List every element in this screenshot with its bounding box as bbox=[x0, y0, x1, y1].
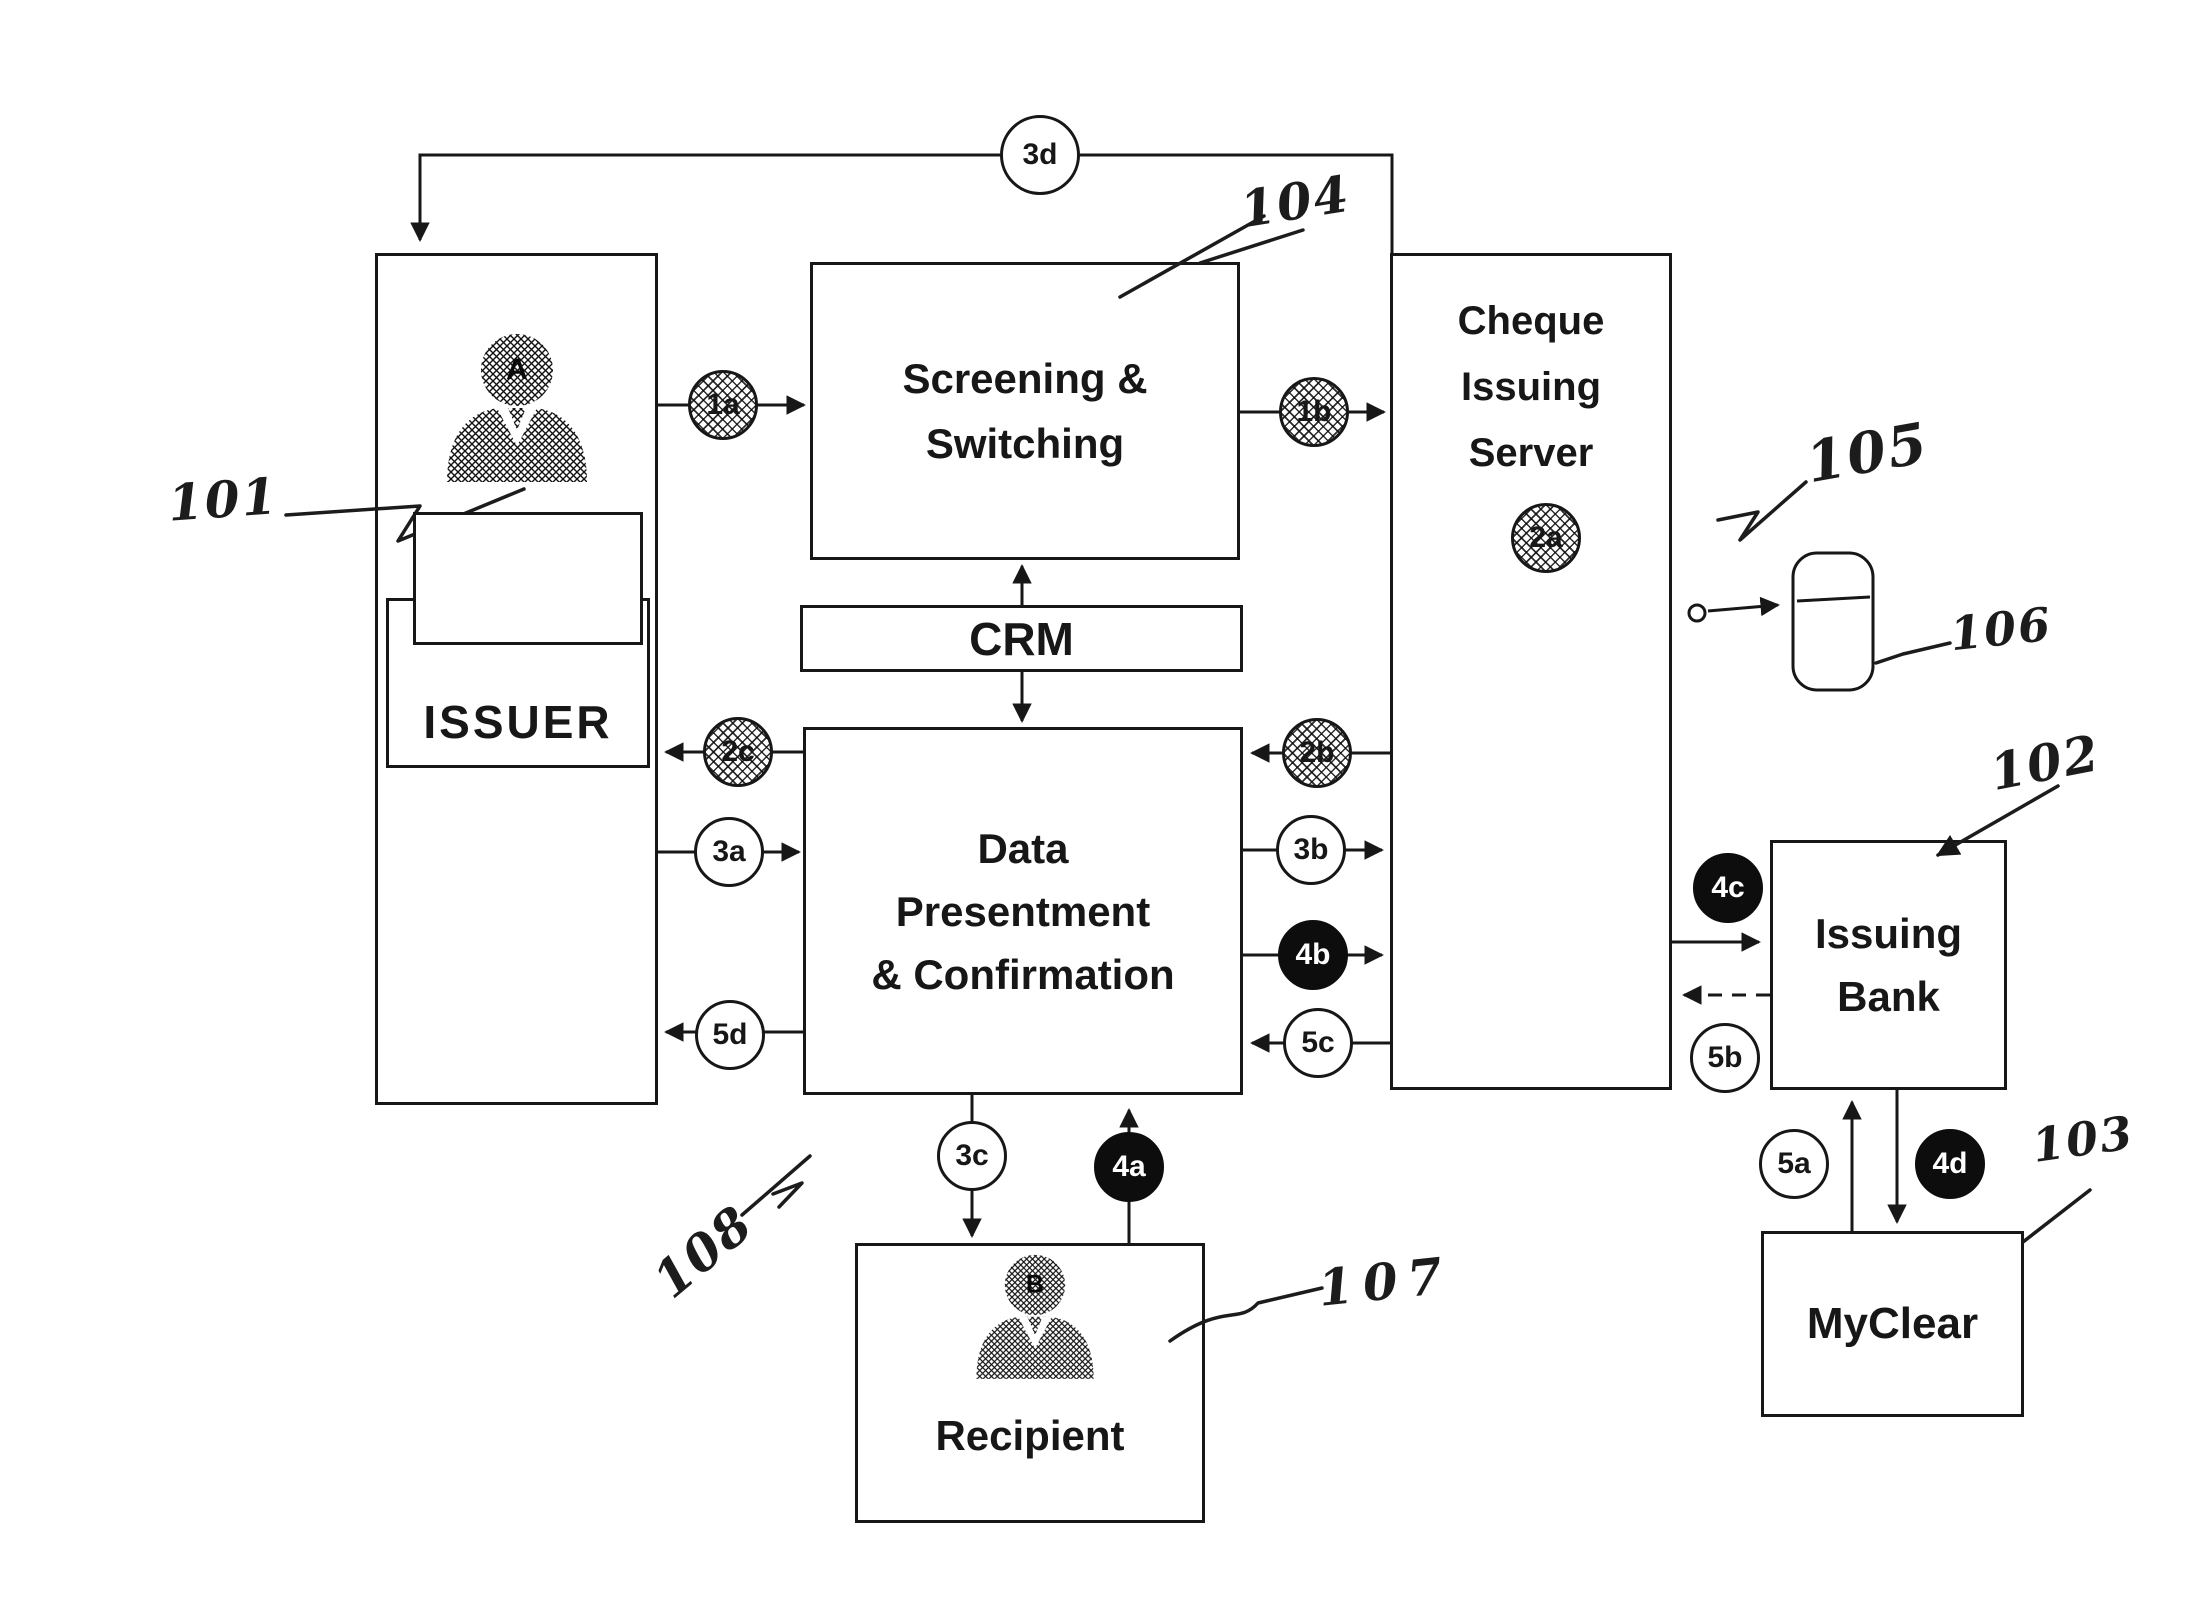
recipient-label: Recipient bbox=[935, 1412, 1125, 1459]
step-5a-label: 5a bbox=[1777, 1147, 1811, 1180]
step-3d-label: 3d bbox=[1022, 138, 1058, 171]
cheque-issuing-server-node: Cheque Issuing Server bbox=[1390, 253, 1672, 1090]
recipient-person-letter: B bbox=[1025, 1270, 1045, 1299]
step-3a-label: 3a bbox=[712, 835, 746, 868]
step-4b: 4b bbox=[1278, 920, 1348, 990]
step-4b-label: 4b bbox=[1295, 938, 1331, 971]
step-2b: 2b bbox=[1282, 718, 1352, 788]
step-4d-label: 4d bbox=[1932, 1147, 1968, 1180]
cheque-issuing-server-label: Cheque Issuing Server bbox=[1457, 299, 1605, 475]
step-3a: 3a bbox=[694, 817, 764, 887]
step-1b: 1b bbox=[1279, 377, 1349, 447]
step-3d: 3d bbox=[1000, 115, 1080, 195]
leader-108 bbox=[740, 1154, 812, 1217]
issuing-bank-label: Issuing Bank bbox=[1814, 910, 1963, 1020]
screening-switching-node: Screening & Switching bbox=[810, 262, 1240, 560]
step-2a-label: 2a bbox=[1529, 521, 1563, 554]
issuer-person-icon bbox=[447, 334, 587, 482]
step-3b-label: 3b bbox=[1293, 833, 1329, 866]
ref-107: 107 bbox=[1315, 1245, 1456, 1318]
cheque-placeholder bbox=[413, 512, 643, 645]
step-1a-label: 1a bbox=[706, 388, 740, 421]
step-1b-label: 1b bbox=[1296, 395, 1332, 428]
step-4a-label: 4a bbox=[1112, 1150, 1146, 1183]
ref-108: 108 bbox=[641, 1193, 765, 1310]
step-5c-label: 5c bbox=[1301, 1026, 1335, 1059]
arrow-tail-loop bbox=[1687, 603, 1707, 623]
ref-106: 106 bbox=[1947, 596, 2055, 662]
recipient-person-icon bbox=[976, 1254, 1094, 1379]
step-3c-label: 3c bbox=[955, 1139, 989, 1172]
step-5c: 5c bbox=[1283, 1008, 1353, 1078]
step-5a: 5a bbox=[1759, 1129, 1829, 1199]
myclear-label: MyClear bbox=[1806, 1299, 1979, 1348]
issuer-label: ISSUER bbox=[423, 696, 613, 748]
ref-105: 105 bbox=[1801, 409, 1934, 497]
step-4d: 4d bbox=[1915, 1129, 1985, 1199]
database-cylinder-lid-line bbox=[1796, 595, 1871, 603]
step-5d-label: 5d bbox=[712, 1018, 748, 1051]
myclear-node: MyClear bbox=[1761, 1231, 2024, 1417]
data-presentment-label: Data Presentment & Confirmation bbox=[871, 824, 1175, 998]
step-2c-label: 2c bbox=[721, 735, 755, 768]
arrow-server-to-cheque-store bbox=[1707, 596, 1780, 617]
step-3b: 3b bbox=[1276, 815, 1346, 885]
step-4c: 4c bbox=[1693, 853, 1763, 923]
crm-node: CRM bbox=[800, 605, 1243, 672]
step-1a: 1a bbox=[688, 370, 758, 440]
step-4c-label: 4c bbox=[1711, 871, 1745, 904]
screening-switching-label: Screening & Switching bbox=[902, 354, 1148, 467]
step-2c: 2c bbox=[703, 717, 773, 787]
step-2b-label: 2b bbox=[1299, 736, 1335, 769]
step-2a: 2a bbox=[1511, 503, 1581, 573]
ref-102: 102 bbox=[1985, 723, 2105, 802]
issuer-person-letter: A bbox=[506, 353, 528, 386]
database-cylinder-icon bbox=[1791, 551, 1875, 692]
leader-105 bbox=[1716, 480, 1808, 542]
step-4a: 4a bbox=[1094, 1132, 1164, 1202]
ref-101: 101 bbox=[166, 466, 281, 533]
step-5b: 5b bbox=[1690, 1023, 1760, 1093]
data-presentment-node: Data Presentment & Confirmation bbox=[803, 727, 1243, 1095]
leader-106 bbox=[1874, 641, 1952, 665]
issuing-bank-node: Issuing Bank bbox=[1770, 840, 2007, 1090]
ref-104: 104 bbox=[1236, 163, 1355, 240]
leader-103 bbox=[2021, 1188, 2092, 1244]
step-5d: 5d bbox=[695, 1000, 765, 1070]
step-5b-label: 5b bbox=[1707, 1041, 1743, 1074]
ref-103: 103 bbox=[2028, 1105, 2138, 1173]
crm-label: CRM bbox=[969, 612, 1074, 665]
step-3c: 3c bbox=[937, 1121, 1007, 1191]
